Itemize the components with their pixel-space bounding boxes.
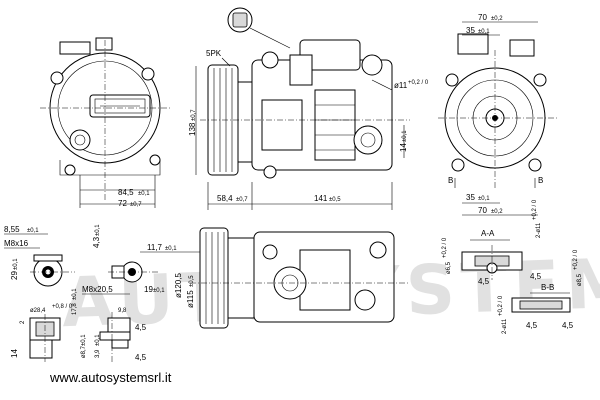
- fit-b: 29: [10, 271, 19, 280]
- pulley-label: 5PK: [206, 49, 222, 58]
- side-height: 138: [188, 122, 197, 136]
- section-b-dia-tol: +0,2 / 0: [573, 249, 579, 270]
- section-b-title: B-B: [541, 283, 554, 292]
- section-b-w1: 4,5: [526, 321, 538, 330]
- section-b-side: 2-ø11: [502, 318, 508, 334]
- section-a-a: A-A ø6,5 +0,2 / 0 2-ø11 +0,2 / 0 4,5 4,5: [442, 199, 542, 286]
- section-b-side-tol: +0,2 / 0: [498, 295, 504, 316]
- fitting-details: 8,55 ±0,1 M8x16 29 ±0,1 4,3 ±0,1 M8x20,5…: [4, 224, 165, 362]
- fit-f-tol: +0,8 / 0: [52, 304, 73, 310]
- section-mark-right: B: [538, 176, 543, 185]
- fit-c-tol: ±0,1: [95, 224, 101, 236]
- fit-g-tol: ±0,1: [72, 288, 78, 300]
- fit-n: 4,5: [135, 353, 147, 362]
- side-hole: ø11: [394, 81, 408, 90]
- rear-top2: 35: [466, 26, 475, 35]
- side-width-total-tol: ±0,5: [329, 197, 341, 203]
- fit-i: 9,8: [118, 308, 127, 314]
- front-dim-upper-tol: ±0,1: [138, 191, 150, 197]
- fit-j: 14: [10, 349, 19, 358]
- side-width-left-tol: ±0,7: [236, 197, 248, 203]
- fit-g: 17,8: [72, 303, 78, 315]
- section-a-dia: ø6,5: [446, 261, 452, 274]
- rear-bottom1: 35: [466, 193, 475, 202]
- section-a-w1: 4,5: [478, 277, 490, 286]
- bottom-d2: ø120,5: [174, 273, 183, 298]
- fit-c: 4,3: [92, 236, 101, 248]
- bottom-d3-tol: ±0,5: [189, 275, 195, 287]
- side-hole-tol: +0,2 / 0: [408, 80, 429, 86]
- section-b-dia: ø8,5: [577, 273, 583, 286]
- rear-top2-tol: ±0,1: [478, 29, 490, 35]
- side-view: 5PK 138 ±0,7 58,4 ±0,7 141 ±0,5 ø11 +0,2…: [188, 7, 429, 210]
- rear-top: 70: [478, 13, 487, 22]
- section-mark-left: B: [448, 176, 453, 185]
- fit-k: 4,5: [135, 323, 147, 332]
- rear-bottom1-tol: ±0,1: [478, 196, 490, 202]
- side-depth-right-tol: ±0,1: [402, 130, 408, 142]
- fit-thread2: M8x20,5: [82, 285, 113, 294]
- side-width-left: 58,4: [217, 194, 233, 203]
- fit-a-tol: ±0,1: [27, 228, 39, 234]
- section-a-dia-tol: +0,2 / 0: [442, 237, 448, 258]
- side-depth-right: 14: [399, 143, 408, 152]
- rear-bottom2: 70: [478, 206, 487, 215]
- bottom-side-view: 11,7 ±0,1 ø120,5 ø115 ±0,5: [140, 227, 410, 329]
- front-dim-lower-tol: ±0,7: [130, 202, 142, 208]
- section-a-w2: 4,5: [530, 272, 542, 281]
- fit-l: ø8,7: [81, 345, 87, 358]
- section-a-side: 2-ø11: [536, 222, 542, 238]
- fit-m-tol: ±0,1: [95, 334, 101, 346]
- fit-m: 3,9: [95, 349, 101, 358]
- fit-h: 2: [20, 320, 26, 324]
- fit-a: 8,55: [4, 225, 20, 234]
- bottom-d3: ø115: [186, 290, 195, 308]
- fit-thread1: M8x16: [4, 239, 29, 248]
- side-width-total: 141: [314, 194, 328, 203]
- section-b-w2: 4,5: [562, 321, 574, 330]
- side-height-tol: ±0,7: [191, 109, 197, 121]
- fit-l-tol: ±0,1: [81, 334, 87, 346]
- fit-b-tol: ±0,1: [13, 258, 19, 270]
- section-a-side-tol: +0,2 / 0: [532, 199, 538, 220]
- fit-e: 19: [144, 285, 153, 294]
- fit-e-tol: ±0,1: [153, 288, 165, 294]
- rear-view: 70 ±0,2 35 ±0,1 B B 35 ±0,1 70 ±0,2: [438, 13, 558, 216]
- section-a-title: A-A: [481, 229, 495, 238]
- website-url: www.autosystemsrl.it: [49, 370, 172, 385]
- fit-f: ø28,4: [30, 308, 46, 314]
- front-dim-lower: 72: [118, 199, 127, 208]
- front-dim-upper: 84,5: [118, 188, 134, 197]
- bottom-d1: 11,7: [147, 243, 163, 252]
- section-b-b: B-B ø8,5 +0,2 / 0 2-ø11 +0,2 / 0 4,5 4,5: [498, 249, 583, 334]
- bottom-d1-tol: ±0,1: [165, 246, 177, 252]
- front-view: 84,5 ±0,1 72 ±0,7: [40, 37, 170, 208]
- rear-top-tol: ±0,2: [491, 16, 503, 22]
- rear-bottom2-tol: ±0,2: [491, 209, 503, 215]
